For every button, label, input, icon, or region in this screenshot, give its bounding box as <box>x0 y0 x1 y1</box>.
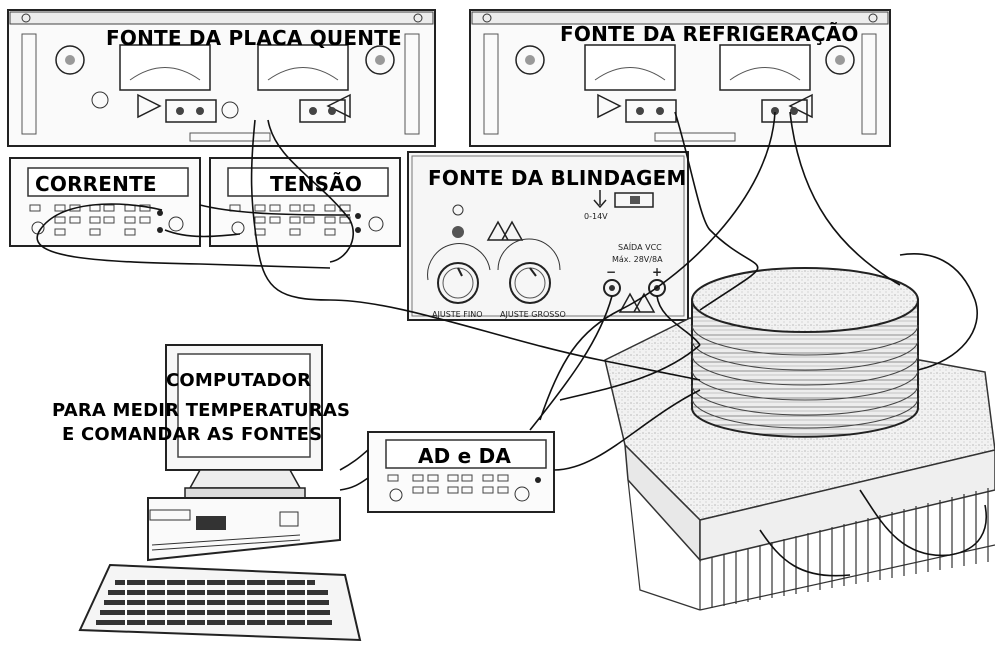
coarse-adjust-text: AJUSTE GROSSO <box>500 310 566 319</box>
ad-da-converter <box>367 431 555 513</box>
cooling-power-supply <box>469 9 891 147</box>
shield-power-supply: 0-14V SAÍDA VCC Máx. 28V/8A AJUSTE FINO … <box>407 151 689 321</box>
voltage-multimeter <box>209 157 401 247</box>
computer-desc-line1: PARA MEDIR TEMPERATURAS <box>52 400 351 421</box>
voltage-label: TENSÃO <box>270 172 363 196</box>
current-label: CORRENTE <box>35 172 157 196</box>
computer-label: COMPUTADOR <box>166 370 312 391</box>
max-rating-text: Máx. 28V/8A <box>612 255 663 264</box>
minus-terminal-text: − <box>606 265 616 279</box>
cooling-supply-label: FONTE DA REFRIGERAÇÃO <box>560 22 859 46</box>
ad-da-label: AD e DA <box>418 444 512 468</box>
voltage-range-text: 0-14V <box>584 212 608 221</box>
output-label-text: SAÍDA VCC <box>618 241 662 252</box>
plus-terminal-text: + <box>652 265 662 279</box>
hot-plate-supply-label: FONTE DA PLACA QUENTE <box>106 26 402 50</box>
shield-supply-label: FONTE DA BLINDAGEM <box>428 166 687 190</box>
copper-coil-cylinder <box>691 267 919 438</box>
connection-wires <box>36 111 987 577</box>
computer <box>78 344 362 642</box>
fine-adjust-text: AJUSTE FINO <box>432 310 483 319</box>
hot-plate-power-supply <box>7 9 436 147</box>
computer-desc-line2: E COMANDAR AS FONTES <box>62 424 323 445</box>
current-multimeter <box>9 157 201 247</box>
